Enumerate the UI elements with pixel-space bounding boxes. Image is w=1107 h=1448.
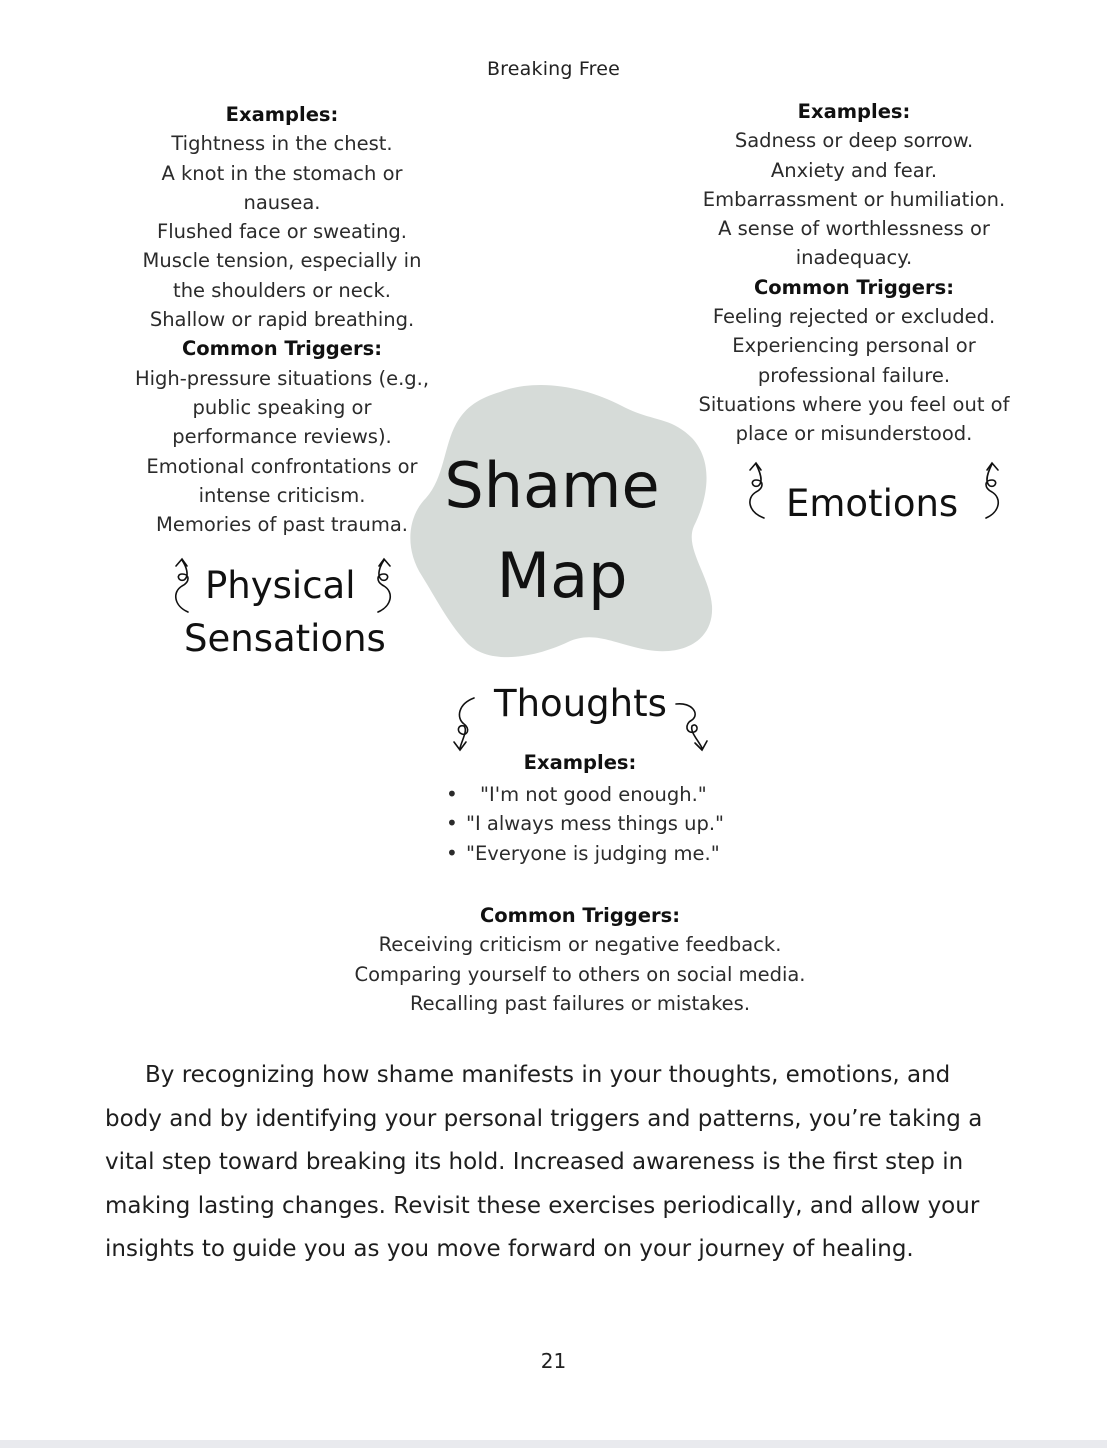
curly-arrow-icon [175, 557, 189, 613]
physical-example-line: Muscle tension, especially in [142, 249, 422, 273]
paragraph-line: vital step toward breaking its hold. Inc… [105, 1149, 964, 1175]
physical-example-line: the shoulders or neck. [173, 278, 391, 302]
emotions-trigger-line: place or misunderstood. [735, 422, 973, 446]
physical-examples-heading: Examples: [225, 103, 339, 126]
physical-trigger-line: performance reviews). [172, 425, 392, 449]
body-paragraph: By recognizing how shame manifests in yo… [105, 1054, 1025, 1272]
bullet-icon: • [446, 840, 458, 865]
list-item: •"Everyone is judging me." [446, 839, 724, 868]
physical-trigger-line: Memories of past trauma. [156, 513, 408, 537]
thoughts-triggers-heading: Common Triggers: [479, 904, 681, 927]
curly-arrow-icon [749, 461, 765, 519]
category-physical-sensations-line2: Sensations [184, 617, 386, 660]
emotions-trigger-line: Situations where you feel out of [698, 392, 1010, 416]
physical-trigger-line: Emotional confrontations or [146, 454, 418, 478]
thoughts-trigger-line: Recalling past failures or mistakes. [409, 991, 751, 1015]
thoughts-triggers: Common Triggers: Receiving criticism or … [300, 901, 860, 1018]
physical-example-line: Tightness in the chest. [171, 132, 393, 156]
physical-triggers-heading: Common Triggers: [181, 337, 383, 361]
physical-trigger-line: High-pressure situations (e.g., [134, 366, 430, 390]
thoughts-trigger-line: Comparing yourself to others on social m… [354, 962, 806, 986]
curly-arrow-icon [453, 697, 475, 752]
shame-map-title-line2: Map [496, 539, 628, 612]
shame-map-blob-shape [410, 384, 713, 658]
category-emotions: Emotions [786, 482, 959, 525]
physical-trigger-line: public speaking or [192, 395, 372, 419]
paragraph-line: making lasting changes. Revisit these ex… [105, 1192, 980, 1219]
physical-example-line: A knot in the stomach or [161, 161, 403, 185]
category-thoughts: Thoughts [494, 682, 667, 725]
bullet-icon: • [446, 811, 458, 836]
emotions-example-line: Embarrassment or humiliation. [702, 187, 1006, 211]
thoughts-trigger-line: Receiving criticism or negative feedback… [378, 933, 782, 957]
emotions-example-line: A sense of worthlessness or [718, 217, 990, 241]
emotions-examples-heading: Examples: [797, 100, 911, 123]
shame-map-title-line1: Shame [444, 449, 660, 522]
emotions-example-line: Sadness or deep sorrow. [734, 129, 974, 153]
shame-map-blob [410, 384, 713, 658]
emotions-triggers-heading: Common Triggers: [753, 275, 955, 299]
paragraph-line: body and by identifying your personal tr… [105, 1105, 983, 1132]
curly-arrow-icon [377, 557, 391, 613]
physical-sensations-details: Examples: Tightness in the chest. A knot… [112, 100, 452, 539]
emotions-example-line: inadequacy. [795, 246, 913, 270]
paragraph-line: By recognizing how shame manifests in yo… [145, 1062, 951, 1088]
emotions-trigger-line: Feeling rejected or excluded. [712, 305, 996, 329]
emotions-trigger-line: Experiencing personal or [732, 334, 976, 358]
bullet-icon: • [446, 782, 458, 806]
list-item: •"I always mess things up." [446, 809, 724, 838]
emotions-example-line: Anxiety and fear. [770, 158, 938, 182]
category-physical-sensations-line1: Physical [205, 564, 356, 607]
emotions-details: Examples: Sadness or deep sorrow. Anxiet… [680, 97, 1028, 449]
physical-trigger-line: intense criticism. [198, 483, 366, 507]
curly-arrow-icon [675, 703, 708, 752]
viewer-bottom-bar [0, 1440, 1107, 1448]
physical-example-line: Shallow or rapid breathing. [149, 308, 415, 332]
running-header: Breaking Free [486, 58, 621, 80]
thoughts-examples-heading: Examples: [523, 751, 637, 774]
page-number: 21 [540, 1349, 567, 1373]
physical-example-line: nausea. [243, 190, 321, 214]
emotions-trigger-line: professional failure. [757, 363, 951, 387]
physical-example-line: Flushed face or sweating. [156, 220, 407, 244]
list-item: •"I'm not good enough." [446, 780, 724, 809]
paragraph-line: insights to guide you as you move forwar… [105, 1236, 914, 1262]
curly-arrow-icon [985, 461, 999, 519]
thoughts-examples-list: •"I'm not good enough." •"I always mess … [446, 780, 724, 868]
